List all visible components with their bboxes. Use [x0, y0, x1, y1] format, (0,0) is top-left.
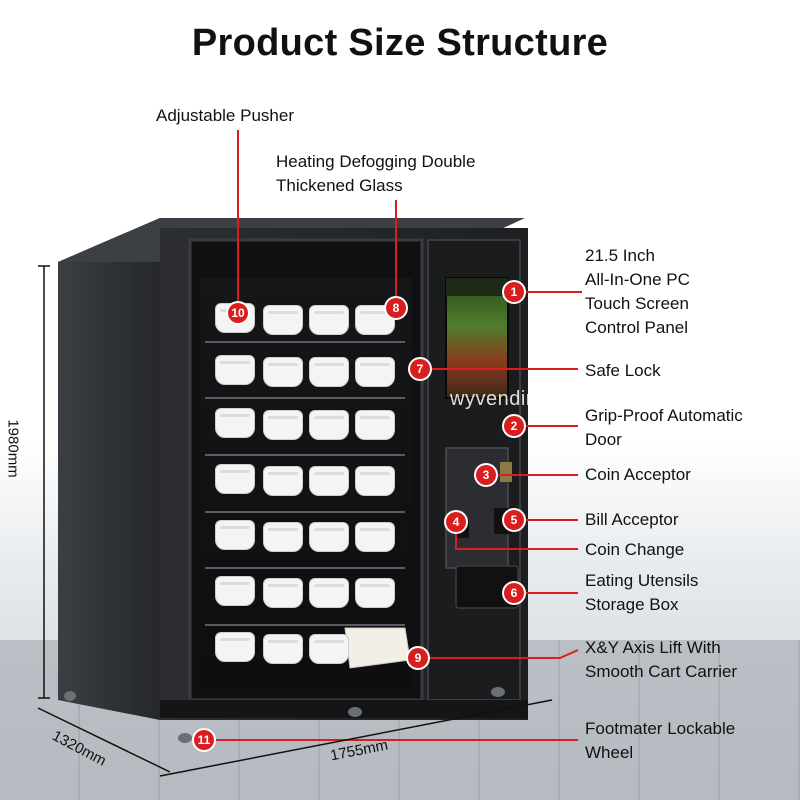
- food-tray: [309, 410, 349, 440]
- callout-badge-4: 4: [446, 512, 466, 532]
- label-coin-change: Coin Change: [585, 540, 685, 559]
- label-door-line2: Door: [585, 430, 622, 449]
- food-tray: [215, 576, 255, 606]
- label-utensils-line1: Eating Utensils: [585, 571, 699, 590]
- label-safe-lock: Safe Lock: [585, 361, 661, 380]
- food-tray: [215, 632, 255, 662]
- label-wheel-line2: Wheel: [585, 743, 634, 762]
- food-tray: [355, 578, 395, 608]
- page-title: Product Size Structure: [191, 22, 609, 64]
- label-lift-line1: X&Y Axis Lift With: [585, 638, 721, 657]
- food-tray: [309, 357, 349, 387]
- label-adjustable-pusher: Adjustable Pusher: [156, 106, 294, 125]
- label-pc-line2: All-In-One PC: [585, 270, 690, 289]
- label-lift-line2: Smooth Cart Carrier: [585, 662, 738, 681]
- callout-badge-1: 1: [504, 282, 524, 302]
- callout-badge-6: 6: [504, 583, 524, 603]
- callout-badge-11: 11: [194, 730, 214, 750]
- label-bill-acceptor: Bill Acceptor: [585, 510, 679, 529]
- food-tray: [309, 305, 349, 335]
- callout-badge-2: 2: [504, 416, 524, 436]
- label-utensils-line2: Storage Box: [585, 595, 679, 614]
- food-tray: [309, 578, 349, 608]
- food-tray: [309, 522, 349, 552]
- food-tray: [355, 522, 395, 552]
- food-tray: [309, 634, 349, 664]
- food-tray: [263, 634, 303, 664]
- label-wheel-line1: Footmater Lockable: [585, 719, 736, 738]
- food-tray: [263, 410, 303, 440]
- label-pc-line1: 21.5 Inch: [585, 246, 655, 265]
- watermark-text: wyvending.com: [450, 388, 595, 410]
- food-tray: [215, 408, 255, 438]
- food-tray: [263, 578, 303, 608]
- label-heating-glass-line1: Heating Defogging Double: [276, 152, 476, 171]
- food-tray: [309, 466, 349, 496]
- callout-badge-10: 10: [228, 303, 248, 323]
- food-tray: [263, 357, 303, 387]
- food-tray: [355, 357, 395, 387]
- food-tray: [215, 355, 255, 385]
- dimension-height: 1980mm: [4, 419, 22, 478]
- food-tray: [355, 410, 395, 440]
- label-pc-line3: Touch Screen: [585, 294, 689, 313]
- callout-badge-7: 7: [410, 359, 430, 379]
- callout-badge-3: 3: [476, 465, 496, 485]
- label-coin-acceptor: Coin Acceptor: [585, 465, 691, 484]
- label-pc-line4: Control Panel: [585, 318, 689, 337]
- callout-badge-5: 5: [504, 510, 524, 530]
- food-tray: [215, 520, 255, 550]
- food-tray: [263, 305, 303, 335]
- food-tray: [263, 466, 303, 496]
- food-tray: [215, 464, 255, 494]
- food-tray: [263, 522, 303, 552]
- label-door-line1: Grip-Proof Automatic: [585, 406, 743, 425]
- callout-badge-8: 8: [386, 298, 406, 318]
- food-tray: [355, 466, 395, 496]
- label-heating-glass-line2: Thickened Glass: [276, 176, 403, 195]
- callout-badge-9: 9: [408, 648, 428, 668]
